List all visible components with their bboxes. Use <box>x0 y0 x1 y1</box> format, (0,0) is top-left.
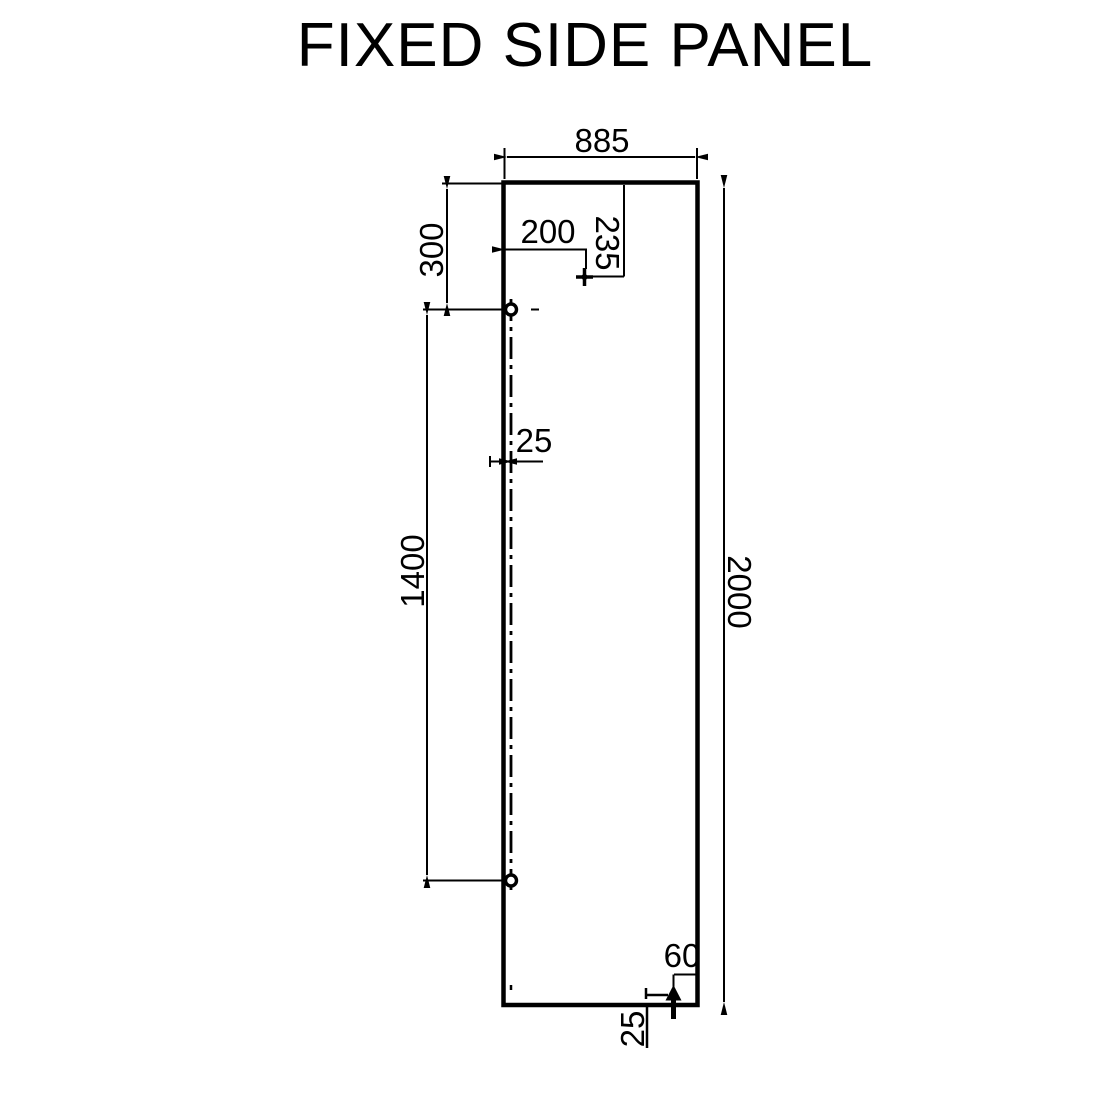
dim-panel-height: 2000 <box>720 175 758 1015</box>
bottom-hole <box>503 873 519 888</box>
hole-centerline-group <box>503 299 539 990</box>
dim-60-label: 60 <box>664 937 701 974</box>
dim-1400-label: 1400 <box>394 534 431 607</box>
fixing-arrow <box>665 985 682 1001</box>
dim-point-from-edge: 200 <box>492 213 587 269</box>
dim-point-from-top: 235 <box>589 185 626 278</box>
dim-panel-width: 885 <box>494 122 708 179</box>
dim-hole-spacing: 1400 <box>394 302 504 888</box>
dim-top-edge-to-hole: 300 <box>413 176 502 316</box>
dim-300-label: 300 <box>413 222 450 277</box>
dim-hole-centerline-offset: 25 <box>489 422 553 467</box>
dim-width-label: 885 <box>574 122 629 159</box>
top-hole <box>503 302 519 317</box>
target-point-marker <box>576 268 593 286</box>
target-cross-dot <box>581 274 588 280</box>
bottom-fixing-group: 60 25 <box>614 937 700 1048</box>
dim-25-bottom-label: 25 <box>614 1011 651 1048</box>
dim-height-label: 2000 <box>721 555 758 628</box>
dim-25-mid-label: 25 <box>516 422 553 459</box>
panel-outline <box>501 180 700 1008</box>
dim-235-label: 235 <box>589 215 626 270</box>
drawing-title: FIXED SIDE PANEL <box>297 11 873 80</box>
dim-200-label: 200 <box>520 213 575 250</box>
